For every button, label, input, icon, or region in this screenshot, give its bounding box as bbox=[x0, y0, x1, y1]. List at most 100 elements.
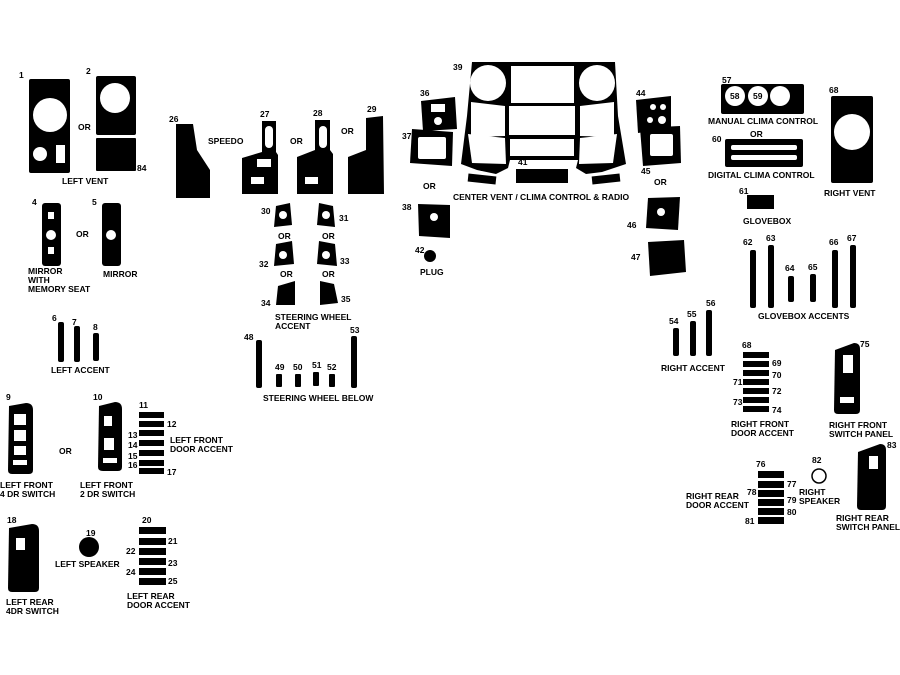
label-left-front-door: DOOR ACCENT bbox=[170, 444, 234, 454]
part-number: 8 bbox=[93, 322, 98, 332]
part-84-vent-lower bbox=[96, 138, 136, 171]
part-number: 49 bbox=[275, 362, 285, 372]
part-number: 11 bbox=[139, 400, 148, 410]
part-number: 21 bbox=[168, 536, 178, 546]
part-68-right-vent bbox=[831, 96, 873, 183]
label-glovebox-accents: GLOVEBOX ACCENTS bbox=[758, 311, 850, 321]
label-center: CENTER VENT / CLIMA CONTROL & RADIO bbox=[453, 192, 630, 202]
part-number: 9 bbox=[6, 392, 11, 402]
or-text: OR bbox=[322, 231, 335, 241]
part-40-center-trim bbox=[467, 173, 497, 185]
part-66-glovebox-accent bbox=[832, 250, 838, 308]
part-number: 51 bbox=[312, 360, 322, 370]
label-mirror-memory: MEMORY SEAT bbox=[28, 284, 91, 294]
part-number: 16 bbox=[128, 460, 138, 470]
part-number: 84 bbox=[137, 163, 147, 173]
part-57-manual-clima bbox=[721, 84, 804, 114]
part-number: 19 bbox=[86, 528, 96, 538]
part-number: 27 bbox=[260, 109, 270, 119]
part-4-mirror-memory bbox=[42, 203, 61, 266]
label-mirror: MIRROR bbox=[103, 269, 137, 279]
part-27-speedo bbox=[242, 121, 278, 194]
part-52-steering-below bbox=[329, 374, 335, 387]
part-number: 69 bbox=[772, 358, 782, 368]
part-31-steering-accent bbox=[317, 203, 335, 227]
part-number: 64 bbox=[785, 263, 795, 273]
part-number: 45 bbox=[641, 166, 651, 176]
part-10-left-front-2dr-switch bbox=[98, 402, 122, 471]
label-left-front-2dr: LEFT FRONT bbox=[80, 480, 134, 490]
part-32-steering-accent bbox=[274, 241, 294, 266]
part-number: 66 bbox=[829, 237, 839, 247]
part-63-glovebox-accent bbox=[768, 245, 774, 308]
part-number: 76 bbox=[756, 459, 766, 469]
part-83-right-rear-switch bbox=[857, 444, 886, 510]
part-number: 17 bbox=[167, 467, 177, 477]
part-36-center-accent bbox=[421, 97, 457, 131]
part-number: 14 bbox=[128, 440, 138, 450]
part-18-left-rear-switch bbox=[8, 524, 39, 592]
label-right-front-door: DOOR ACCENT bbox=[731, 428, 795, 438]
label-left-front-2dr: 2 DR SWITCH bbox=[80, 489, 135, 499]
part-number: 39 bbox=[453, 62, 463, 72]
part-62-glovebox-accent bbox=[750, 250, 756, 308]
part-53-steering-below bbox=[351, 336, 357, 388]
part-number: 74 bbox=[772, 405, 782, 415]
part-1-left-vent bbox=[29, 79, 70, 173]
part-number: 78 bbox=[747, 487, 757, 497]
part-number: 30 bbox=[261, 206, 271, 216]
label-steering-below: STEERING WHEEL BELOW bbox=[263, 393, 374, 403]
part-number: 70 bbox=[772, 370, 782, 380]
part-number: 44 bbox=[636, 88, 646, 98]
part-number: 36 bbox=[420, 88, 430, 98]
part-number: 75 bbox=[860, 339, 870, 349]
part-65-glovebox-accent bbox=[810, 274, 816, 302]
part-number: 52 bbox=[327, 362, 337, 372]
part-number: 43 bbox=[597, 163, 607, 173]
part-35-steering-accent bbox=[320, 281, 338, 305]
part-33-steering-accent bbox=[317, 241, 337, 266]
part-26-speedo-left bbox=[176, 124, 210, 198]
label-left-front-4dr: 4 DR SWITCH bbox=[0, 489, 55, 499]
part-67-glovebox-accent bbox=[850, 245, 856, 308]
label-right-speaker: SPEAKER bbox=[799, 496, 840, 506]
part-number: 42 bbox=[415, 245, 425, 255]
part-64-glovebox-accent bbox=[788, 276, 794, 302]
label-mirror-memory: MIRROR bbox=[28, 266, 62, 276]
part-number: 13 bbox=[128, 430, 138, 440]
part-number: 15 bbox=[128, 451, 138, 461]
part-number: 48 bbox=[244, 332, 254, 342]
part-number: 32 bbox=[259, 259, 269, 269]
part-51-steering-below bbox=[313, 372, 319, 386]
part-number: 5 bbox=[92, 197, 97, 207]
part-number: 2 bbox=[86, 66, 91, 76]
label-left-rear-door: DOOR ACCENT bbox=[127, 600, 191, 610]
part-45-center-accent bbox=[640, 126, 681, 166]
part-number: 10 bbox=[93, 392, 103, 402]
part-number: 79 bbox=[787, 495, 797, 505]
label-right-rear-door: DOOR ACCENT bbox=[686, 500, 750, 510]
label-steering-accent: STEERING WHEEL bbox=[275, 312, 352, 322]
part-75-right-front-switch bbox=[834, 343, 860, 414]
part-number: 40 bbox=[478, 163, 488, 173]
part-number: 41 bbox=[518, 157, 528, 167]
or-text: OR bbox=[59, 446, 72, 456]
part-number: 47 bbox=[631, 252, 641, 262]
part-7-left-accent bbox=[74, 326, 80, 362]
part-8-left-accent bbox=[93, 333, 99, 361]
part-number: 83 bbox=[887, 440, 897, 450]
part-5-mirror bbox=[102, 203, 121, 266]
part-19-left-speaker bbox=[79, 537, 99, 557]
part-number: 29 bbox=[367, 104, 377, 114]
part-46-center-accent bbox=[646, 197, 680, 230]
part-number: 12 bbox=[167, 419, 177, 429]
part-49-steering-below bbox=[276, 374, 282, 387]
part-number: 57 bbox=[722, 75, 732, 85]
part-number: 55 bbox=[687, 309, 697, 319]
or-text: OR bbox=[341, 126, 354, 136]
label-right-front-switch: SWITCH PANEL bbox=[829, 429, 893, 439]
label-left-rear-door: LEFT REAR bbox=[127, 591, 175, 601]
part-number: 4 bbox=[32, 197, 37, 207]
or-text: OR bbox=[322, 269, 335, 279]
